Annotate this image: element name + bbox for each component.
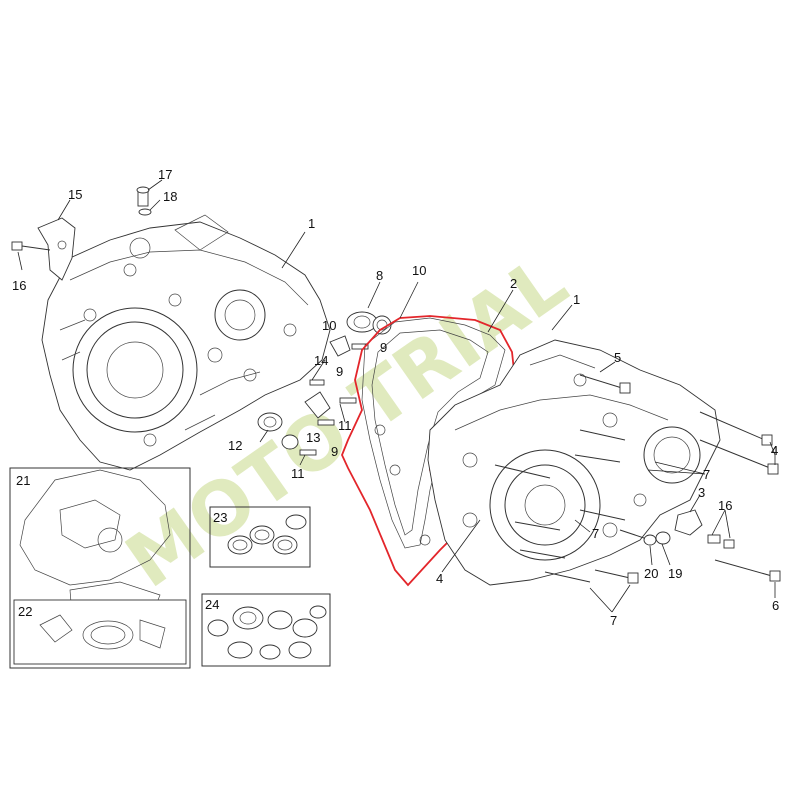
callout-10-top: 10 [412, 263, 426, 278]
right-crankcase [427, 339, 721, 586]
callout-13: 13 [306, 430, 320, 445]
callout-9-top: 9 [380, 340, 387, 355]
callout-6: 6 [772, 598, 779, 613]
callout-16-left: 16 [12, 278, 26, 293]
callout-5: 5 [614, 350, 621, 365]
callout-4-bottom: 4 [436, 571, 443, 586]
callout-3: 3 [698, 485, 705, 500]
leader-lines [17, 179, 776, 613]
bolts [494, 374, 781, 584]
callout-1-left: 1 [308, 216, 315, 231]
callout-labels: 1 1 2 3 4 4 4 5 6 7 7 7 8 9 9 9 10 10 11… [12, 167, 779, 628]
callout-14: 14 [314, 353, 328, 368]
callout-4-right: 4 [771, 443, 778, 458]
callout-4-right-dup: 4 [771, 443, 778, 458]
callout-22: 22 [18, 604, 32, 619]
part-17-18-screw [136, 186, 152, 216]
callout-19: 19 [668, 566, 682, 581]
highlight-outline [341, 315, 516, 587]
small-parts-middle [257, 311, 392, 456]
callout-7-bottom: 7 [610, 613, 617, 628]
callout-20: 20 [644, 566, 658, 581]
kit-21-gasket-set [9, 467, 191, 669]
left-crankcase [41, 214, 331, 471]
callout-18: 18 [163, 189, 177, 204]
callout-8: 8 [376, 268, 383, 283]
callout-16-right: 16 [718, 498, 732, 513]
callout-9-bottom: 9 [331, 444, 338, 459]
callout-7-middle: 7 [592, 526, 599, 541]
callout-15: 15 [68, 187, 82, 202]
callout-10-left: 10 [322, 318, 336, 333]
part-15-bracket [11, 217, 76, 281]
callout-9-middle: 9 [336, 364, 343, 379]
callout-11-upper: 11 [338, 418, 352, 433]
callout-17: 17 [158, 167, 172, 182]
callout-11-lower: 11 [291, 466, 305, 481]
callout-21: 21 [16, 473, 30, 488]
callout-12: 12 [228, 438, 242, 453]
part-3-sensor [643, 509, 735, 549]
kit-23-oil-seals [209, 506, 311, 568]
callout-1-right: 1 [573, 292, 580, 307]
kit-24-bearings [201, 593, 331, 667]
callout-2: 2 [510, 276, 517, 291]
callout-23: 23 [213, 510, 227, 525]
callout-24: 24 [205, 597, 219, 612]
callout-7-right: 7 [703, 467, 710, 482]
